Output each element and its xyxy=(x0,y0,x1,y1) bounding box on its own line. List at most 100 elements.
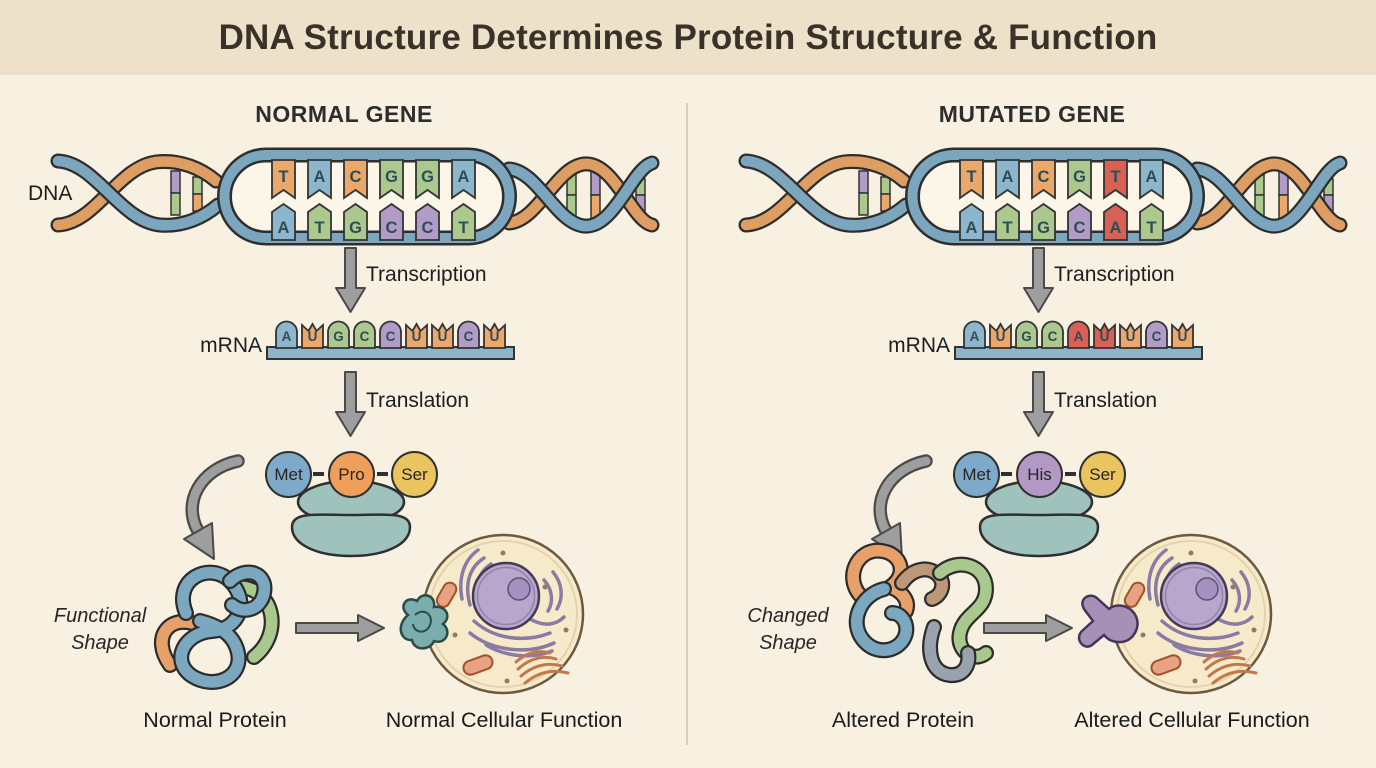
protein-caption: Normal Protein xyxy=(143,708,287,732)
dna-strand-orange xyxy=(50,153,660,233)
transcription-arrow-icon xyxy=(1023,247,1054,313)
ribosome-dots xyxy=(1140,550,1257,684)
mrna-base-letter: A xyxy=(970,329,980,344)
mrna-base-tile xyxy=(1041,320,1064,349)
dna-base-tile xyxy=(379,202,404,241)
panel-divider xyxy=(686,103,688,745)
panel-header: MUTATED GENE xyxy=(938,101,1126,127)
dna-base-tile xyxy=(1031,202,1056,241)
mrna-base-tile xyxy=(963,320,986,349)
dna-base-tile xyxy=(415,202,440,241)
dna-base-tiles: T A C G T A A T G C A T xyxy=(959,159,1164,241)
dna-base-tile xyxy=(271,159,296,200)
mrna-base-tile xyxy=(1145,320,1168,349)
dna-base-letter: T xyxy=(278,168,288,186)
cell-graphic xyxy=(399,533,585,695)
dna-base-tile xyxy=(307,159,332,200)
mrna-base-letter: U xyxy=(1178,329,1188,344)
mrna-base-letter: U xyxy=(1126,329,1136,344)
mrna-base-tile xyxy=(1067,320,1090,349)
peptide-bond-dash xyxy=(1065,472,1076,476)
dna-base-tile xyxy=(343,159,368,200)
amino-acid-circle: Met xyxy=(953,451,1000,498)
mrna-base-tile xyxy=(353,320,376,349)
dna-base-tile xyxy=(1031,159,1056,200)
mrna-base-letter: U xyxy=(1100,329,1110,344)
dna-helix-graphic: T A C G G A A T G C C T xyxy=(50,147,660,246)
translation-arrow-icon xyxy=(335,371,366,437)
dna-base-tile xyxy=(1067,202,1092,241)
mrna-base-tile xyxy=(275,320,298,349)
panels-container: T A C G G A A T G C C T xyxy=(0,75,1376,768)
dna-base-tile xyxy=(1103,159,1128,200)
dna-rungs xyxy=(858,170,1334,220)
nucleus xyxy=(471,561,541,631)
dna-base-tile xyxy=(959,202,984,241)
amino-acid-circle: Met xyxy=(265,451,312,498)
translation-label: Translation xyxy=(1054,389,1158,412)
dna-base-letter: T xyxy=(1002,219,1012,237)
dna-label: DNA xyxy=(28,182,73,205)
dna-base-letter: C xyxy=(1038,168,1050,186)
normal-panel-art: T A C G G A A T G C C T xyxy=(50,147,660,695)
dna-helix-graphic: T A C G T A A T G C A T xyxy=(738,147,1348,246)
mrna-base-letter: C xyxy=(1048,329,1058,344)
mrna-base-tile xyxy=(989,322,1012,349)
dna-base-tiles: T A C G G A A T G C C T xyxy=(271,159,476,241)
protein-caption: Altered Protein xyxy=(831,708,975,732)
dna-base-letter: C xyxy=(1074,219,1086,237)
amino-acid-circle: Ser xyxy=(1079,451,1126,498)
dna-base-letter: G xyxy=(385,168,398,186)
mrna-base-tile xyxy=(457,320,480,349)
dna-base-tile xyxy=(959,159,984,200)
dna-base-tile xyxy=(343,202,368,241)
dna-base-tile xyxy=(379,159,404,200)
mrna-base-letter: U xyxy=(438,329,448,344)
dna-base-tile xyxy=(1139,159,1164,200)
panel-header: NORMAL GENE xyxy=(255,101,433,127)
mrna-base-tile xyxy=(327,320,350,349)
mrna-base-letter: U xyxy=(412,329,422,344)
dna-base-letter: C xyxy=(350,168,362,186)
dna-base-letter: A xyxy=(966,219,978,237)
title-bar: DNA Structure Determines Protein Structu… xyxy=(0,0,1376,75)
membrane-protein xyxy=(1077,594,1139,648)
dna-strand-orange xyxy=(738,153,1348,233)
dna-base-tile xyxy=(1067,159,1092,200)
protein-shape-graphic xyxy=(153,564,280,690)
mrna-base-tile xyxy=(1093,322,1116,349)
dna-base-letter: A xyxy=(1110,219,1122,237)
mrna-base-letter: C xyxy=(386,329,396,344)
mrna-base-tile xyxy=(483,322,506,349)
amino-acid-circle: Ser xyxy=(391,451,438,498)
dna-base-tile xyxy=(451,202,476,241)
dna-base-letter: T xyxy=(966,168,976,186)
mrna-base-tile xyxy=(1171,322,1194,349)
mrna-base-letter: G xyxy=(1021,329,1032,344)
dna-base-letter: T xyxy=(458,219,468,237)
dna-base-tile xyxy=(1139,202,1164,241)
dna-base-letter: G xyxy=(1037,219,1050,237)
peptide-bond-dash xyxy=(377,472,388,476)
dna-strand-blue xyxy=(738,153,1348,234)
mrna-base-tile xyxy=(405,322,428,349)
mrna-base-letter: G xyxy=(333,329,344,344)
transcription-label: Transcription xyxy=(366,263,487,286)
panel-normal-gene: T A C G G A A T G C C T xyxy=(0,75,688,768)
mrna-base-tile xyxy=(301,322,324,349)
mrna-label: mRNA xyxy=(888,334,950,357)
shape-caption: Functional Shape xyxy=(53,605,147,654)
mrna-label: mRNA xyxy=(200,334,262,357)
dna-base-letter: A xyxy=(1002,168,1014,186)
dna-base-letter: C xyxy=(422,219,434,237)
right-arrow-icon xyxy=(295,614,385,642)
amino-acid-circle: Pro xyxy=(328,451,375,498)
dna-base-letter: A xyxy=(314,168,326,186)
mrna-base-letter: C xyxy=(1152,329,1162,344)
dna-base-letter: G xyxy=(421,168,434,186)
ribosome-dots xyxy=(452,550,569,684)
transcription-arrow-icon xyxy=(335,247,366,313)
cell-caption: Altered Cellular Function xyxy=(1074,708,1310,732)
dna-base-tile xyxy=(415,159,440,200)
membrane-protein xyxy=(399,594,449,650)
